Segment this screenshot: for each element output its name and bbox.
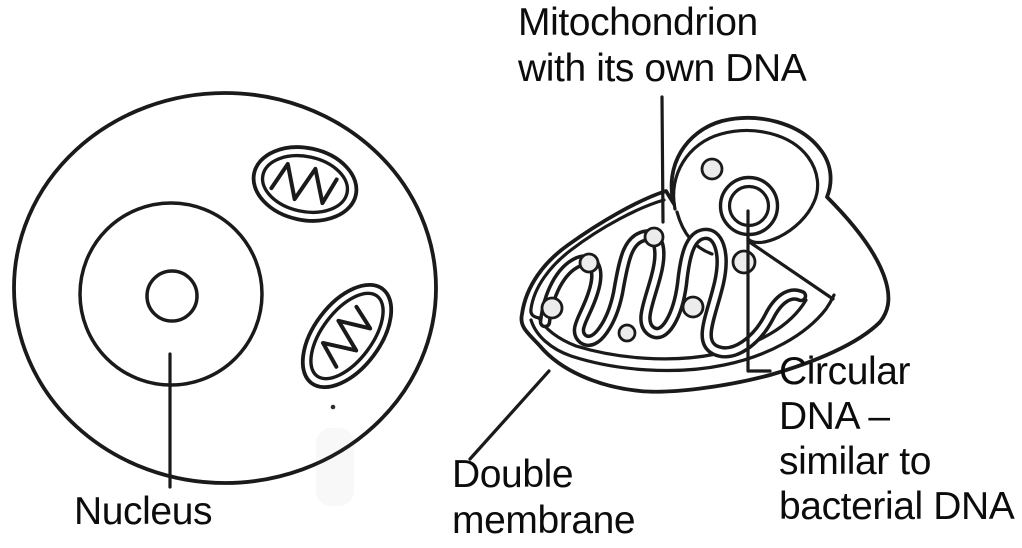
nucleus-label-text: Nucleus (74, 490, 213, 533)
mitochondrion-label-line1: Mitochondrion (518, 1, 758, 44)
granule (540, 296, 564, 320)
double-membrane-leader-line (468, 369, 551, 461)
cutaway-wedge-line (746, 239, 835, 301)
circular-dna-label-line4: bacterial DNA (779, 485, 1015, 528)
bulge-inner-membrane (672, 128, 820, 245)
mitochondrion-detail-diagram (468, 95, 891, 461)
circular-dna-label-line1: Circular (779, 350, 911, 393)
circular-dna-leader-line (746, 209, 772, 373)
mitochondrion-label: Mitochondrion with its own DNA (518, 0, 807, 92)
cut-rim-edge (529, 293, 836, 373)
circular-dna-label: Circular DNA – similar to bacterial DNA (779, 349, 1015, 529)
mitochondrion-label-line2: with its own DNA (518, 47, 807, 90)
circular-dna-label-line2: DNA – (779, 395, 890, 438)
granule (700, 157, 724, 181)
granule (681, 295, 705, 319)
matrix-granules (540, 157, 757, 343)
double-membrane-label-line1: Double (452, 453, 574, 496)
small-mito-2-cristae (320, 304, 373, 369)
nucleolus-outline (145, 269, 199, 323)
small-mito-2-inner-membrane (309, 291, 385, 381)
smudge-artifact (316, 428, 354, 506)
mitochondrion-leader-line (660, 95, 665, 224)
cell-membrane-outline (12, 91, 438, 485)
small-mitochondrion-2 (300, 282, 394, 390)
small-mito-1-cristae (269, 161, 339, 206)
small-mito-1-outer-membrane (251, 145, 359, 223)
granule (617, 323, 637, 343)
circular-dna-label-line3: similar to (779, 440, 932, 483)
small-mito-1-inner-membrane (260, 153, 350, 215)
cell-diagram (12, 91, 438, 506)
speck-artifact (330, 404, 336, 410)
cristae-tube-inner (542, 231, 804, 355)
granule (643, 226, 665, 248)
double-membrane-label: Double membrane (452, 452, 636, 544)
double-membrane-label-line2: membrane (452, 499, 636, 542)
small-mito-2-outer-membrane (300, 282, 394, 390)
nucleus-label: Nucleus (74, 489, 213, 535)
small-mitochondrion-1 (251, 145, 359, 223)
granule (578, 252, 600, 274)
granule (731, 249, 757, 275)
